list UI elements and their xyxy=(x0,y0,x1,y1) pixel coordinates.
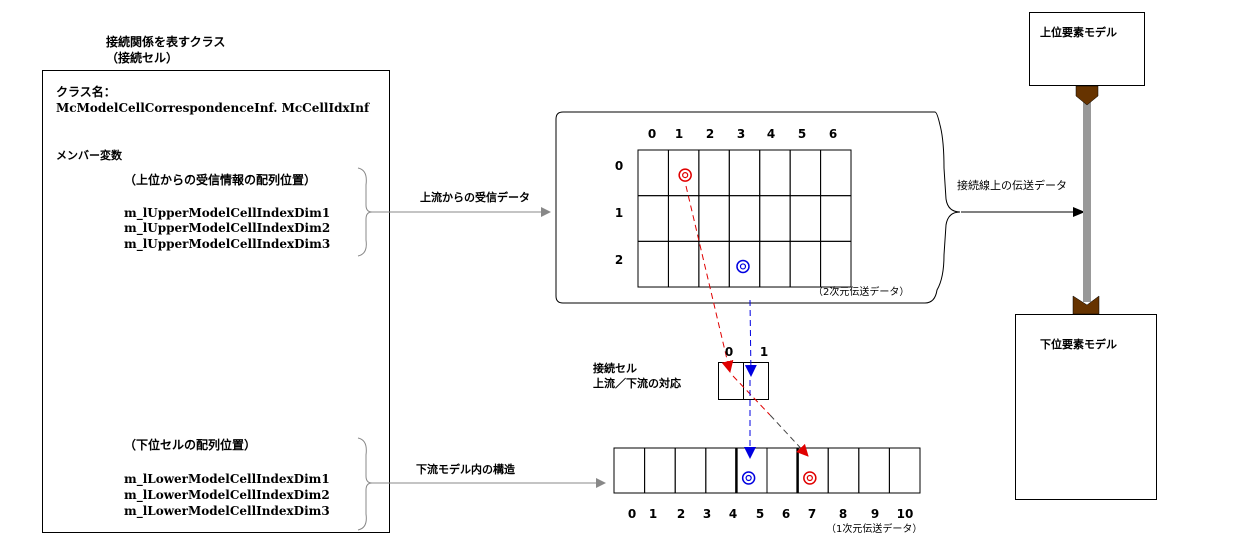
lower-member: m_lLowerModelCellIndexDim2 xyxy=(124,488,330,502)
grid-col-label: 6 xyxy=(828,127,838,141)
blue-target-marker xyxy=(741,471,756,485)
upper-member: m_lUpperModelCellIndexDim1 xyxy=(124,206,331,220)
grid-cell xyxy=(759,240,791,288)
grid-cell xyxy=(759,149,791,197)
array-cell xyxy=(674,447,707,494)
grid-cell xyxy=(728,195,761,242)
upper-member: m_lUpperModelCellIndexDim2 xyxy=(124,221,331,235)
upper-member: m_lUpperModelCellIndexDim3 xyxy=(124,237,331,251)
grid-cell xyxy=(789,240,822,288)
link-label: 接続線上の伝送データ xyxy=(957,179,1067,192)
array-cell xyxy=(735,447,768,494)
grid-2d-caption: （2次元伝送データ） xyxy=(813,287,910,298)
upper-connector xyxy=(1075,85,1099,106)
blue-mapping-arrow-1 xyxy=(744,299,757,377)
array-index-label: 9 xyxy=(870,507,880,521)
transfer-data-box xyxy=(555,111,961,304)
grid-cell xyxy=(789,195,822,242)
grid-col-label: 2 xyxy=(705,127,715,141)
grid-cell xyxy=(698,149,730,197)
grid-cell xyxy=(789,149,822,197)
array-cell xyxy=(827,447,860,494)
array-cell xyxy=(613,447,646,494)
array-cell xyxy=(766,447,799,494)
array-index-label: 0 xyxy=(627,507,637,521)
array-index-label: 5 xyxy=(755,507,765,521)
grid-2d xyxy=(637,149,852,288)
downstream-label: 下流モデル内の構造 xyxy=(416,463,515,476)
upper-brace xyxy=(357,167,373,257)
array-cell xyxy=(858,447,890,494)
array-cell xyxy=(888,447,921,494)
grid-cell xyxy=(637,240,669,288)
upper-group-heading: （上位からの受信情報の配列位置） xyxy=(124,173,317,187)
array-cell xyxy=(797,447,829,494)
grid-col-label: 1 xyxy=(674,127,684,141)
red-mapping-line-2 xyxy=(732,375,771,416)
connection-index-label: 1 xyxy=(759,345,769,359)
lower-connector xyxy=(1072,295,1100,315)
array-index-label: 3 xyxy=(702,507,712,521)
upstream-label: 上流からの受信データ xyxy=(420,191,530,204)
grid-row-label: 2 xyxy=(614,253,624,267)
class-name: McModelCellCorrespondenceInf. McCellIdxI… xyxy=(56,101,370,115)
grid-cell xyxy=(820,195,852,242)
grid-cell xyxy=(698,195,730,242)
link-bar xyxy=(1083,100,1091,302)
lower-member: m_lLowerModelCellIndexDim1 xyxy=(124,472,330,486)
grid-row-label: 1 xyxy=(614,206,624,220)
members-label: メンバー変数 xyxy=(56,149,122,162)
upper-model-label: 上位要素モデル xyxy=(1040,26,1117,39)
array-index-label: 1 xyxy=(648,507,658,521)
blue-target-marker xyxy=(736,259,750,274)
grid-col-label: 0 xyxy=(647,127,657,141)
red-target-marker xyxy=(803,471,817,485)
grid-col-label: 3 xyxy=(736,127,746,141)
array-1d-caption: （1次元伝送データ） xyxy=(826,524,923,535)
grid-row-label: 0 xyxy=(614,159,624,173)
grid-cell xyxy=(667,240,700,288)
array-index-label: 7 xyxy=(807,507,817,521)
array-cell xyxy=(644,447,676,494)
red-target-marker xyxy=(678,168,692,182)
class-box xyxy=(42,70,390,533)
lower-model-label: 下位要素モデル xyxy=(1040,338,1117,351)
array-1d xyxy=(613,447,921,494)
grid-cell xyxy=(637,149,669,197)
lower-brace xyxy=(357,437,373,531)
upper-model-box xyxy=(1029,12,1145,86)
class-panel-subtitle: （接続セル） xyxy=(106,51,179,65)
grid-cell xyxy=(637,195,669,242)
class-panel-title: 接続関係を表すクラス xyxy=(106,35,226,49)
array-index-label: 4 xyxy=(728,507,738,521)
connection-cell-label: 接続セル xyxy=(593,362,637,375)
connection-index-label: 0 xyxy=(724,345,734,359)
connection-cell-label: 上流／下流の対応 xyxy=(593,377,681,390)
grid-col-label: 5 xyxy=(797,127,807,141)
lower-group-heading: （下位セルの配列位置） xyxy=(124,438,257,452)
grid-col-label: 4 xyxy=(766,127,776,141)
grid-cell xyxy=(667,195,700,242)
grid-cell xyxy=(728,149,761,197)
lower-member: m_lLowerModelCellIndexDim3 xyxy=(124,504,330,518)
array-index-label: 6 xyxy=(781,507,791,521)
red-mapping-arrow-2 xyxy=(769,414,809,457)
array-index-label: 8 xyxy=(838,507,848,521)
class-name-label: クラス名： xyxy=(56,85,116,99)
lower-model-box xyxy=(1015,314,1157,500)
grid-cell xyxy=(698,240,730,288)
red-mapping-arrow-1 xyxy=(685,185,734,373)
array-index-label: 10 xyxy=(896,507,914,521)
grid-cell xyxy=(820,240,852,288)
array-index-label: 2 xyxy=(676,507,686,521)
array-cell xyxy=(705,447,737,494)
grid-cell xyxy=(759,195,791,242)
grid-cell xyxy=(820,149,852,197)
